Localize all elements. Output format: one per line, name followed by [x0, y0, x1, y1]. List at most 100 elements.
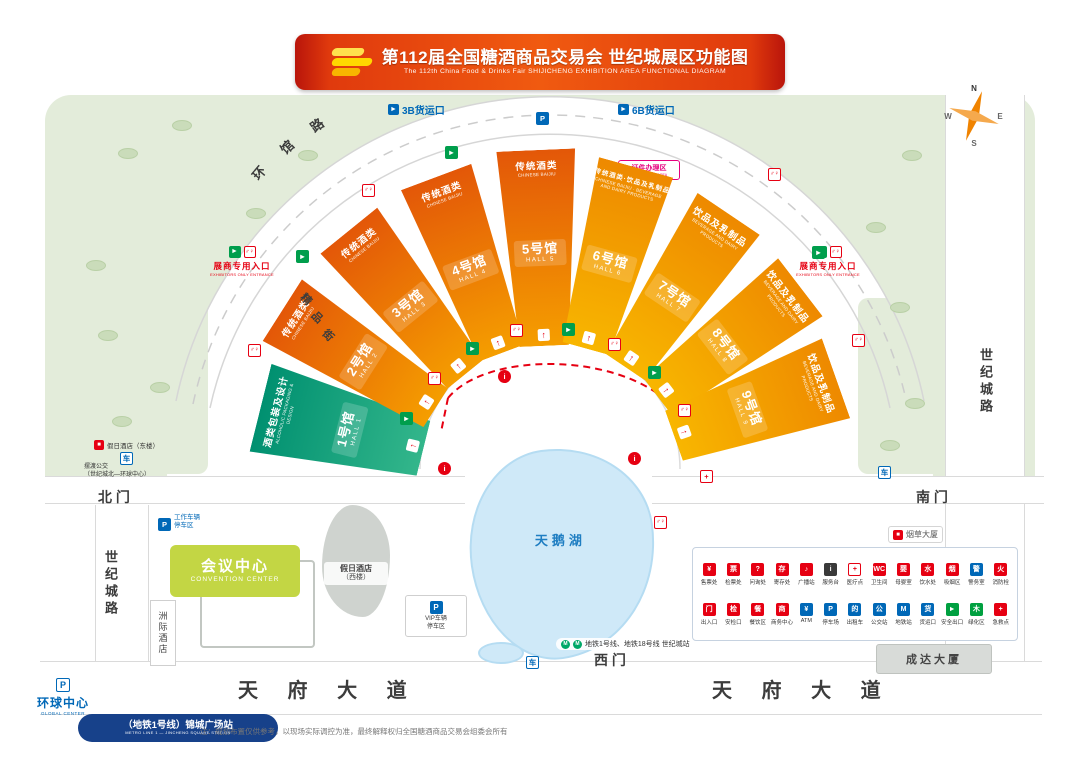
map-label: 天 府 大 道 — [712, 680, 893, 702]
green-area-icon: 木 — [969, 602, 983, 616]
green-patch-right — [858, 298, 948, 474]
legend-label: 吸烟区 — [943, 579, 961, 586]
legend-label: 安检口 — [725, 619, 742, 626]
compass-n: N — [971, 84, 977, 93]
building-icon: ■ — [893, 529, 903, 540]
hall-entrance-arrow-icon: ↑ — [582, 331, 597, 346]
tree-icon — [880, 440, 900, 451]
legend-label: 广播站 — [798, 579, 815, 586]
info-icon: i — [498, 370, 511, 383]
tree-icon — [112, 416, 132, 427]
legend-label: 卫生间 — [870, 579, 888, 586]
toilet-icon: ♂♀ — [768, 168, 781, 181]
compass: N E S W — [944, 84, 1003, 146]
metro-icon: M — [561, 639, 570, 649]
exit-icon: ► — [648, 366, 661, 379]
metro-line1-station: （地铁1号线）锦城广场站 METRO LINE 1 — JINCHENG SQU… — [78, 714, 278, 742]
chengda-tower: 成达大厦 — [876, 644, 992, 674]
legend-item: +医疗点 — [843, 562, 867, 586]
map-subtitle: The 112th China Food & Drinks Fair SHIJI… — [403, 68, 727, 76]
legend-item: ¥售票处 — [697, 562, 721, 586]
toilet-icon: ♂♀ — [678, 404, 691, 417]
toilet-icon: ♂♀ — [362, 184, 375, 197]
staff-parking-cn2: 停车区 — [174, 522, 194, 530]
legend-label: 检票处 — [725, 579, 742, 586]
medical-icon: + — [848, 562, 862, 576]
holiday-west-cn2: （西楼） — [342, 574, 370, 581]
police-icon: 警 — [969, 562, 983, 576]
deposit-icon: 存 — [775, 562, 789, 576]
toilet-icon: ♂♀ — [608, 338, 621, 351]
legend-item: 警警务室 — [964, 562, 988, 586]
road-south-gate — [652, 476, 1044, 504]
entrance-label-cn: 展商专用入口 — [799, 261, 857, 271]
disclaimer-note: 注：规划布置仅供参考，以现场实际调控为准，最终解释权归全国糖酒商品交易会组委会所… — [200, 727, 508, 736]
truck-icon: ► — [618, 104, 629, 115]
exhibitor-entrance-right: ► ♂♀ 展商专用入口 EXHIBITORS ONLY ENTRANCE — [782, 246, 874, 277]
legend-item: 婴母婴室 — [892, 562, 916, 586]
legend-item: +急救点 — [989, 602, 1013, 626]
map-label: 北 门 — [98, 489, 130, 505]
service-desk-icon: i — [824, 562, 838, 576]
shuttle-cn: 摆渡公交 — [84, 464, 109, 470]
legend-item: ?问询处 — [746, 562, 770, 586]
ticket-office-icon: ¥ — [702, 562, 716, 576]
compass-w: W — [944, 112, 952, 121]
legend-label: 地铁站 — [895, 619, 912, 626]
legend-item: 存寄存处 — [770, 562, 794, 586]
tree-icon — [98, 330, 118, 341]
holiday-inn-west-label: 假日酒店 （西楼） — [324, 562, 388, 585]
hall-entrance-arrow-icon: ↑ — [491, 335, 506, 350]
tree-icon — [150, 382, 170, 393]
fire-hydrant-icon: 火 — [994, 562, 1008, 576]
hall-entrance-arrow-icon: ↑ — [406, 439, 421, 454]
toilet-icon: ♂♀ — [829, 246, 842, 258]
tree-icon — [86, 260, 106, 271]
legend-label: 饮水处 — [919, 579, 937, 586]
parking-icon: P — [824, 602, 838, 616]
bus-icon: 车 — [526, 656, 539, 669]
exit-icon: ► — [466, 342, 479, 355]
shuttle-cn2: （世纪城北—环球中心） — [84, 471, 151, 478]
freight-gate-3b: ► 3B货运口 — [388, 102, 445, 117]
business-center-icon: 商 — [775, 602, 789, 616]
exit-icon: ► — [562, 323, 575, 336]
hall-entrance-arrow-icon: ↑ — [537, 329, 550, 342]
entrance-icons: ► ♂♀ — [782, 246, 874, 258]
metro1-cn: （地铁1号线）锦城广场站 — [123, 719, 233, 731]
map-label: 南 门 — [916, 489, 948, 505]
tree-icon — [866, 222, 886, 233]
toilet-icon: ♂♀ — [654, 516, 667, 529]
legend-item: 餐餐饮区 — [746, 602, 770, 626]
exit-icon: ► — [296, 250, 309, 263]
freight-gate-3b-label: 3B货运口 — [402, 106, 445, 117]
convention-center-cn: 会议中心 — [200, 558, 269, 576]
parking-icon: P — [56, 678, 70, 692]
legend-label: 出入口 — [700, 619, 718, 626]
holiday-inn-west-building — [322, 505, 390, 617]
tobacco-tower: ■ 烟草大厦 — [888, 526, 943, 543]
exit-icon: ► — [400, 412, 413, 425]
fair-logo-icon — [330, 46, 373, 78]
road-shijicheng-west — [95, 505, 149, 663]
compass-e: E — [997, 112, 1003, 121]
legend-item: 货货运口 — [916, 602, 940, 626]
legend-label: 商务中心 — [771, 619, 794, 626]
legend-item: ¥ATM — [794, 602, 818, 626]
metro-station-icon: M — [897, 602, 911, 616]
toilet-icon: ♂♀ — [248, 344, 261, 357]
legend-label: 安全出口 — [941, 619, 964, 626]
global-center: P 环球中心 GLOBAL CENTER — [28, 678, 98, 716]
broadcast-icon: ♪ — [799, 562, 813, 576]
legend-label: ATM — [800, 617, 812, 624]
exit-icon: ► — [445, 146, 458, 159]
tree-icon — [118, 148, 138, 159]
